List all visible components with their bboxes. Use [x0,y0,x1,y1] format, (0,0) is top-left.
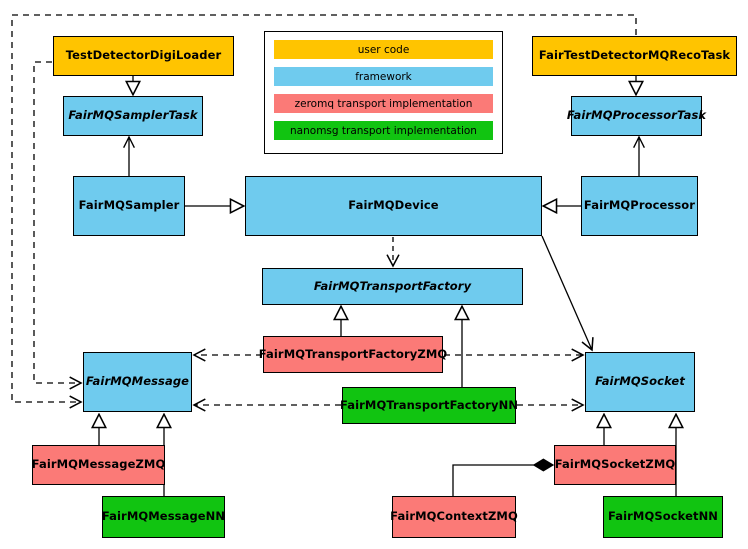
class-box-fairmqsocket[interactable]: FairMQSocket [585,352,695,412]
legend-label-user-code: user code [357,43,410,56]
class-box-fairmqmessagezmq[interactable]: FairMQMessageZMQ [32,445,165,485]
class-box-fairmqsocketzmq[interactable]: FairMQSocketZMQ [554,445,676,485]
class-box-fairmqmessagenn[interactable]: FairMQMessageNN [102,496,225,538]
class-box-label: FairMQDevice [348,198,439,213]
class-box-label: FairMQTransportFactoryZMQ [258,346,448,361]
class-box-fairmqtransportfactorynn[interactable]: FairMQTransportFactoryNN [339,387,519,424]
class-box-label: FairMQSampler [78,198,180,213]
class-box-fairmqprocessortask[interactable]: FairMQProcessorTask [567,96,706,136]
class-box-testdetectordigiloader[interactable]: TestDetectorDigiLoader [53,36,234,76]
class-box-label: FairMQTransportFactoryNN [339,397,519,412]
class-box-label: FairMQProcessorTask [566,108,707,123]
class-box-label: FairMQMessage [85,374,190,389]
class-box-fairmqtransportfactoryzmq[interactable]: FairMQTransportFactoryZMQ [259,336,447,373]
class-box-label: FairMQProcessor [583,198,696,213]
legend-panel: user code framework zeromq transport imp… [264,31,503,154]
legend-item-user-code: user code [274,40,493,59]
class-box-label: FairMQSocket [595,374,685,389]
class-box-fairmqprocessor[interactable]: FairMQProcessor [581,176,698,236]
class-box-fairmqdevice[interactable]: FairMQDevice [245,176,542,236]
legend-item-nanomsg: nanomsg transport implementation [274,121,493,140]
legend-label-nanomsg: nanomsg transport implementation [290,124,477,137]
class-box-fairmqtransportfactory[interactable]: FairMQTransportFactory [262,268,523,305]
edge-digiloader-message [33,61,83,390]
legend-label-framework: framework [355,70,412,83]
class-box-fairmqsampler[interactable]: FairMQSampler [73,176,185,236]
class-box-label: FairMQTransportFactory [313,278,472,293]
class-box-fairtestdetectormqrecotask[interactable]: FairTestDetectorMQRecoTask [532,36,737,76]
legend-label-zeromq: zeromq transport implementation [294,97,473,110]
class-box-label: FairMQContextZMQ [390,509,518,524]
edge-device-socket [541,235,594,352]
class-box-fairmqsocketnn[interactable]: FairMQSocketNN [603,496,723,538]
class-box-label: TestDetectorDigiLoader [65,48,222,63]
class-box-label: FairMQSamplerTask [68,108,198,123]
class-box-label: FairMQSocketZMQ [554,457,676,472]
edge-recotask-message [11,14,637,409]
class-box-fairmqsamplertask[interactable]: FairMQSamplerTask [63,96,203,136]
class-box-fairmqcontextzmq[interactable]: FairMQContextZMQ [390,496,518,538]
class-box-label: FairMQMessageZMQ [31,457,166,472]
legend-item-zeromq: zeromq transport implementation [274,94,493,113]
class-box-label: FairMQMessageNN [101,509,226,524]
class-box-label: FairMQSocketNN [607,509,719,524]
edge-contextzmq-socketzmq [452,465,553,496]
class-box-label: FairTestDetectorMQRecoTask [538,48,731,63]
legend-item-framework: framework [274,67,493,86]
class-box-fairmqmessage[interactable]: FairMQMessage [83,352,192,412]
